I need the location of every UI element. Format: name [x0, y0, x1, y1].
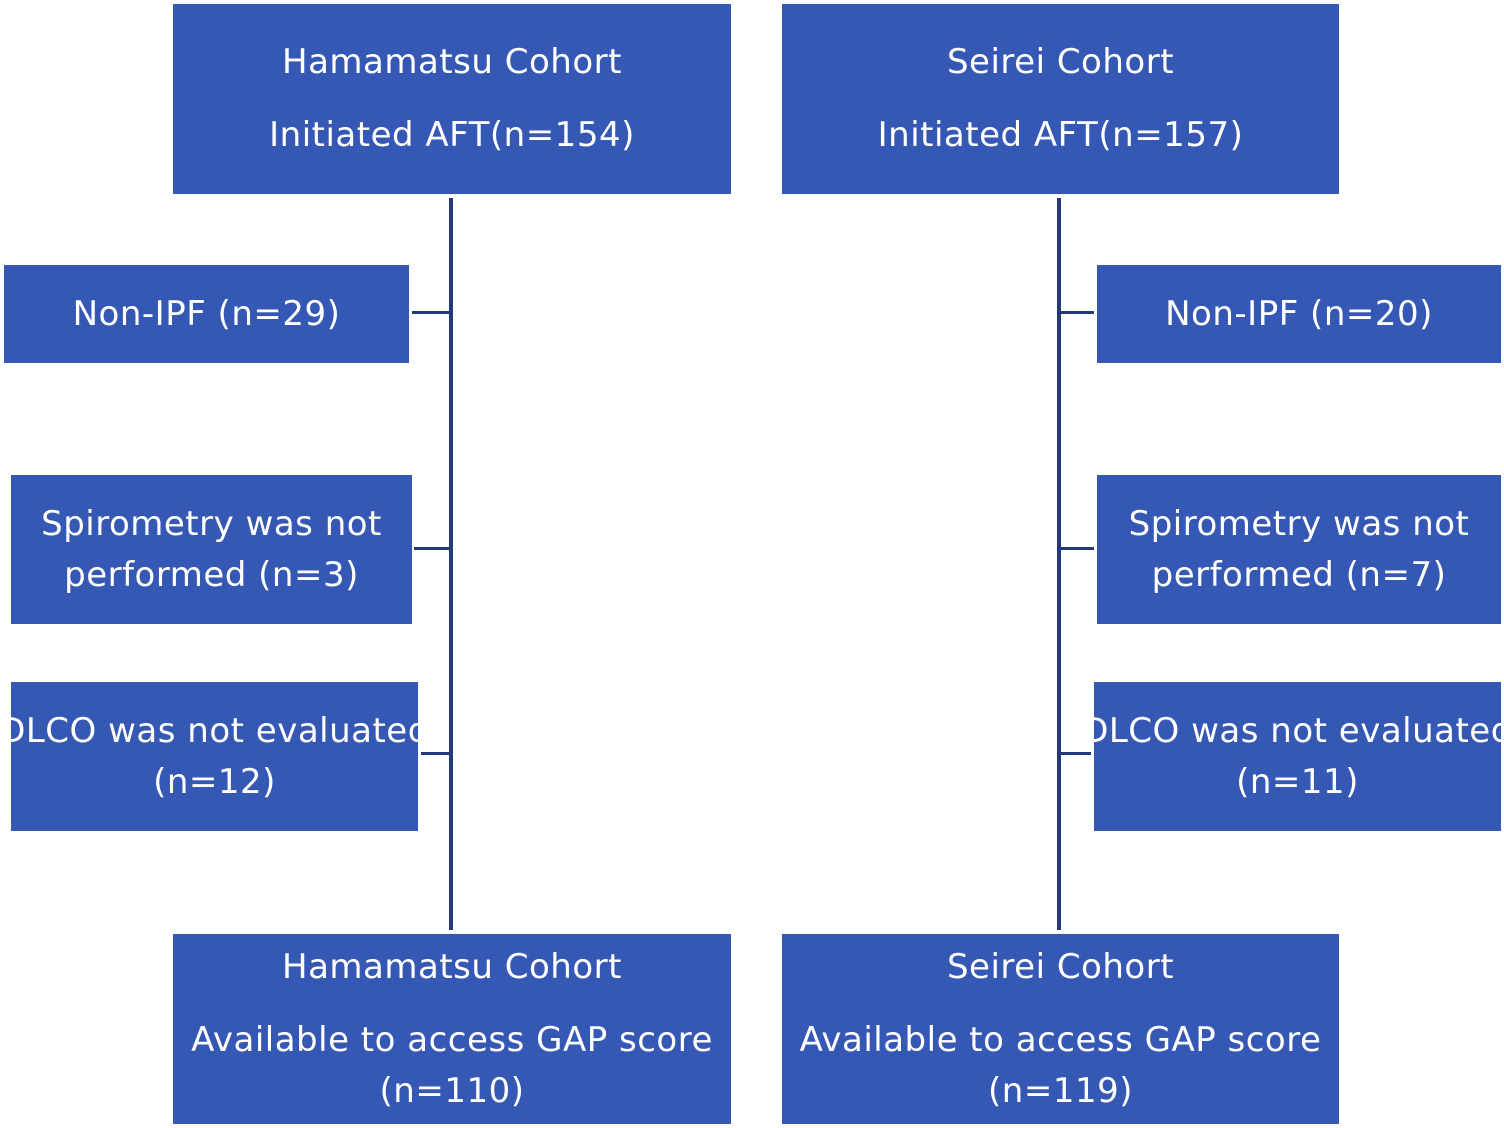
box-line1: Available to access GAP score — [191, 1019, 713, 1060]
hamamatsu-non-ipf-box: Non-IPF (n=29) — [4, 265, 409, 363]
box-line2: (n=119) — [988, 1070, 1133, 1111]
box-title: Seirei Cohort — [946, 42, 1175, 82]
exclusion-label: Non-IPF (n=29) — [72, 293, 341, 334]
box-subtitle: Initiated AFT(n=157) — [877, 115, 1244, 155]
seirei-branch-non-ipf — [1058, 311, 1094, 314]
exclusion-label-line2: performed (n=7) — [1151, 554, 1447, 595]
exclusion-label-line1: DLCO was not evaluated — [1082, 710, 1504, 751]
box-title: Hamamatsu Cohort — [282, 946, 622, 987]
hamamatsu-branch-non-ipf — [412, 311, 452, 314]
box-title: Seirei Cohort — [946, 946, 1175, 987]
hamamatsu-dlco-box: DLCO was not evaluated (n=12) — [0, 682, 429, 831]
exclusion-label-line2: performed (n=3) — [64, 554, 359, 595]
box-line1: Available to access GAP score — [799, 1019, 1322, 1060]
seirei-initial-box: Seirei Cohort Initiated AFT(n=157) — [782, 4, 1339, 194]
hamamatsu-branch-spirometry — [414, 547, 452, 550]
box-line2: (n=110) — [379, 1070, 525, 1111]
seirei-vertical-connector — [1057, 198, 1061, 930]
box-title: Hamamatsu Cohort — [282, 42, 622, 82]
seirei-dlco-box: DLCO was not evaluated (n=11) — [1082, 682, 1504, 831]
hamamatsu-final-box: Hamamatsu Cohort Available to access GAP… — [173, 934, 731, 1124]
exclusion-label-line1: DLCO was not evaluated — [0, 710, 430, 751]
exclusion-label-line2: (n=11) — [1236, 761, 1359, 802]
seirei-branch-spirometry — [1058, 547, 1094, 550]
exclusion-label: Non-IPF (n=20) — [1165, 293, 1433, 334]
hamamatsu-branch-dlco — [421, 752, 452, 755]
hamamatsu-vertical-connector — [449, 198, 453, 930]
exclusion-label-line1: Spirometry was not — [1128, 503, 1470, 544]
seirei-final-box: Seirei Cohort Available to access GAP sc… — [782, 934, 1339, 1124]
hamamatsu-initial-box: Hamamatsu Cohort Initiated AFT(n=154) — [173, 4, 731, 194]
hamamatsu-spirometry-box: Spirometry was not performed (n=3) — [11, 475, 412, 624]
box-subtitle: Initiated AFT(n=154) — [269, 115, 635, 155]
seirei-non-ipf-box: Non-IPF (n=20) — [1097, 265, 1501, 363]
seirei-branch-dlco — [1058, 752, 1091, 755]
exclusion-label-line2: (n=12) — [153, 761, 276, 802]
exclusion-label-line1: Spirometry was not — [41, 503, 382, 544]
seirei-spirometry-box: Spirometry was not performed (n=7) — [1097, 475, 1501, 624]
